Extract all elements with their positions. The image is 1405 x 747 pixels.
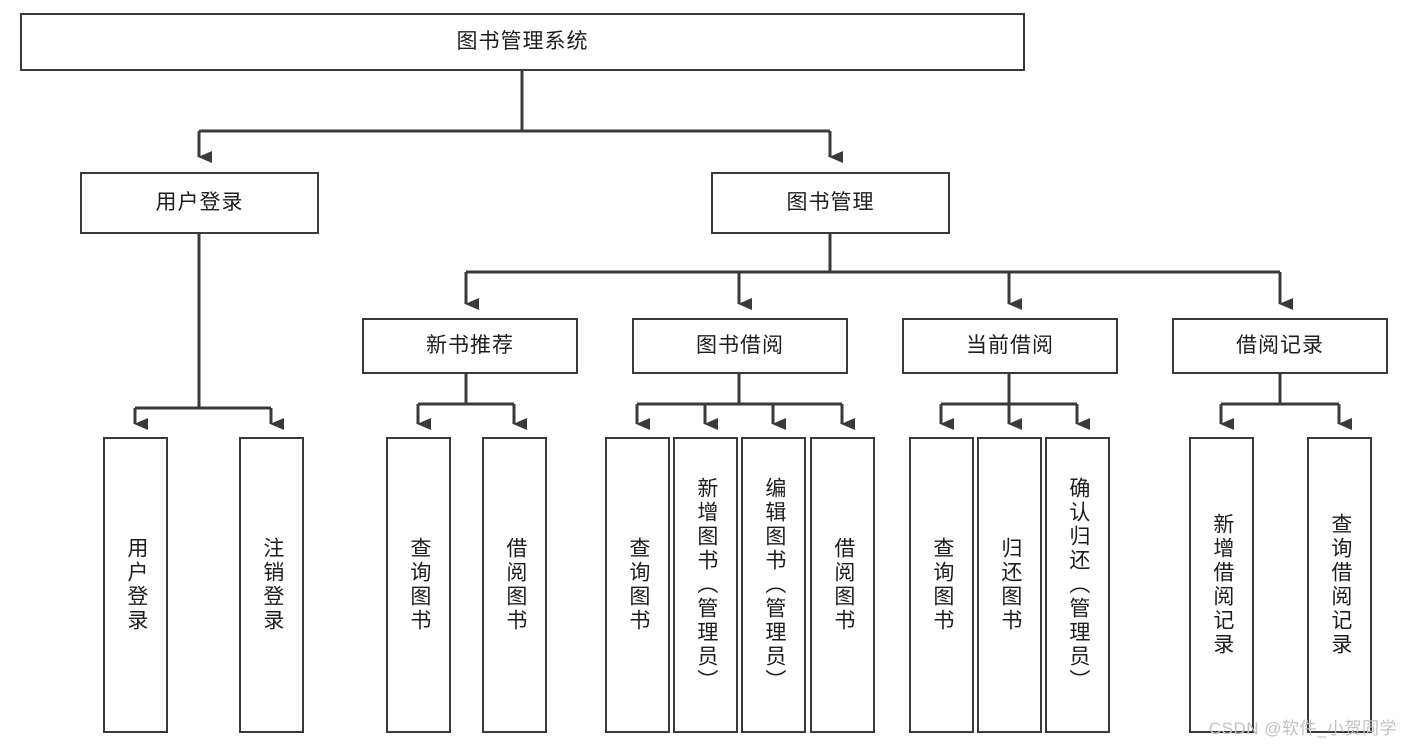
node-label: 新增图书（管理员） — [694, 477, 718, 693]
node-label: 借阅图书 — [503, 537, 527, 633]
node-label: 当前借阅 — [966, 333, 1054, 357]
leaf-borrow-book-1[interactable]: 借阅图书 — [482, 437, 547, 733]
node-label: 查询图书 — [626, 537, 650, 633]
leaf-query-record[interactable]: 查询借阅记录 — [1307, 437, 1372, 733]
leaf-logout-login[interactable]: 注销登录 — [239, 437, 304, 733]
node-book-borrow[interactable]: 图书借阅 — [632, 318, 848, 374]
node-new-book-recommend[interactable]: 新书推荐 — [362, 318, 578, 374]
node-label: 新书推荐 — [426, 333, 514, 357]
node-label: 编辑图书（管理员） — [762, 477, 786, 693]
node-label: 图书借阅 — [696, 333, 784, 357]
leaf-return-book[interactable]: 归还图书 — [977, 437, 1042, 733]
node-label: 借阅图书 — [831, 537, 855, 633]
node-label: 用户登录 — [155, 190, 244, 214]
node-label: 图书管理 — [786, 190, 875, 214]
node-user-login[interactable]: 用户登录 — [80, 172, 319, 234]
leaf-query-book-2[interactable]: 查询图书 — [605, 437, 670, 733]
node-current-borrow[interactable]: 当前借阅 — [902, 318, 1118, 374]
leaf-query-book-3[interactable]: 查询图书 — [909, 437, 974, 733]
node-label: 注销登录 — [260, 537, 284, 633]
leaf-confirm-return[interactable]: 确认归还（管理员） — [1045, 437, 1110, 733]
csdn-watermark: CSDN @软件_小贺同学 — [1208, 719, 1397, 738]
node-label: 归还图书 — [998, 537, 1022, 633]
node-label: 图书管理系统 — [456, 29, 589, 53]
leaf-edit-book[interactable]: 编辑图书（管理员） — [741, 437, 806, 733]
node-label: 查询借阅记录 — [1328, 513, 1352, 657]
leaf-query-book-1[interactable]: 查询图书 — [386, 437, 451, 733]
node-label: 查询图书 — [930, 537, 954, 633]
node-label: 借阅记录 — [1236, 333, 1324, 357]
leaf-user-login[interactable]: 用户登录 — [103, 437, 168, 733]
node-label: 确认归还（管理员） — [1066, 477, 1090, 693]
leaf-add-book[interactable]: 新增图书（管理员） — [673, 437, 738, 733]
node-label: 查询图书 — [407, 537, 431, 633]
node-label: 新增借阅记录 — [1210, 513, 1234, 657]
leaf-borrow-book-2[interactable]: 借阅图书 — [810, 437, 875, 733]
leaf-add-record[interactable]: 新增借阅记录 — [1189, 437, 1254, 733]
node-borrow-record[interactable]: 借阅记录 — [1172, 318, 1388, 374]
node-root-system[interactable]: 图书管理系统 — [20, 13, 1025, 71]
node-book-management[interactable]: 图书管理 — [711, 172, 950, 234]
node-label: 用户登录 — [124, 537, 148, 633]
